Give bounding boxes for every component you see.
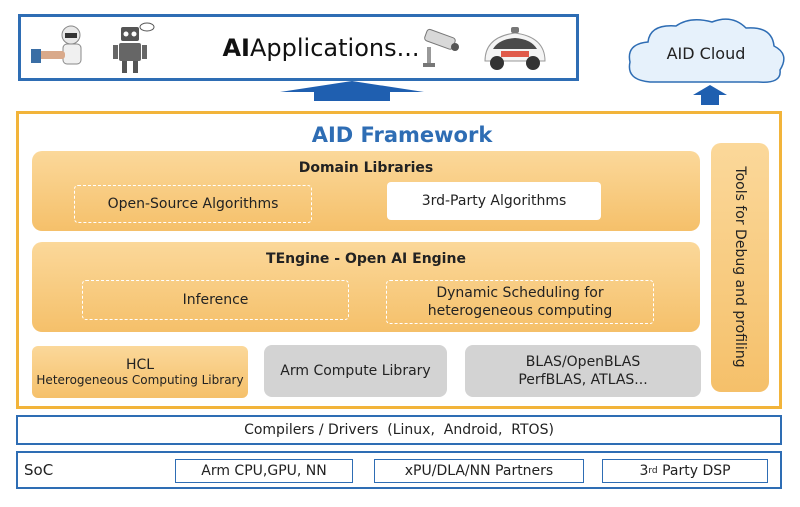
- hcl-subtitle: Heterogeneous Computing Library: [36, 373, 244, 387]
- hcl-block: HCL Heterogeneous Computing Library: [32, 346, 248, 398]
- soc-xpu-dla-nn-partners: xPU/DLA/NN Partners: [374, 459, 584, 483]
- compilers-drivers-label: Compilers / Drivers (Linux, Android, RTO…: [244, 422, 554, 438]
- tengine-block: TEngine - Open AI Engine Inference Dynam…: [32, 242, 700, 332]
- dynamic-scheduling-line2: heterogeneous computing: [427, 303, 613, 319]
- arm-compute-library-block: Arm Compute Library: [264, 345, 447, 397]
- robot-icon: [109, 21, 155, 75]
- blas-block: BLAS/OpenBLAS PerfBLAS, ATLAS...: [465, 345, 701, 397]
- dynamic-scheduling-line1: Dynamic Scheduling for: [436, 285, 604, 301]
- self-driving-car-icon: [479, 23, 551, 75]
- soc-label: SoC: [24, 461, 54, 479]
- blas-line2: PerfBLAS, ATLAS...: [518, 372, 648, 388]
- open-source-algorithms: Open-Source Algorithms: [74, 185, 312, 223]
- domain-libraries-block: Domain Libraries Open-Source Algorithms …: [32, 151, 700, 231]
- up-arrow-framework-to-cloud: [692, 84, 728, 106]
- dynamic-scheduling-box: Dynamic Scheduling for heterogeneous com…: [386, 280, 654, 324]
- aid-cloud-label: AID Cloud: [666, 43, 746, 63]
- ai-applications-box: AI Applications...: [18, 14, 579, 81]
- aid-cloud: AID Cloud: [620, 14, 792, 90]
- inference-box: Inference: [82, 280, 349, 320]
- blas-line1: BLAS/OpenBLAS: [525, 354, 641, 370]
- framework-title: AID Framework: [311, 123, 493, 147]
- hcl-title: HCL: [125, 357, 155, 373]
- soc-bar: SoC Arm CPU,GPU, NN xPU/DLA/NN Partners …: [16, 451, 782, 489]
- up-arrow-framework-to-apps: [278, 80, 426, 102]
- compilers-drivers-bar: Compilers / Drivers (Linux, Android, RTO…: [16, 415, 782, 445]
- ai-applications-title: AI Applications...: [222, 33, 420, 62]
- third-party-algorithms: 3rd-Party Algorithms: [387, 182, 601, 220]
- aid-framework-box: AID Framework Domain Libraries Open-Sour…: [16, 111, 782, 409]
- tools-debug-profiling-label: Tools for Debug and profiling: [732, 166, 748, 368]
- soc-arm-cpu-gpu-nn: Arm CPU,GPU, NN: [175, 459, 353, 483]
- domain-libraries-title: Domain Libraries: [298, 160, 434, 176]
- handshake-robot-icon: [31, 23, 89, 73]
- tools-debug-profiling-block: Tools for Debug and profiling: [711, 143, 769, 392]
- cloud-icon: [628, 18, 785, 83]
- tengine-title: TEngine - Open AI Engine: [266, 251, 466, 267]
- security-camera-icon: [419, 25, 463, 71]
